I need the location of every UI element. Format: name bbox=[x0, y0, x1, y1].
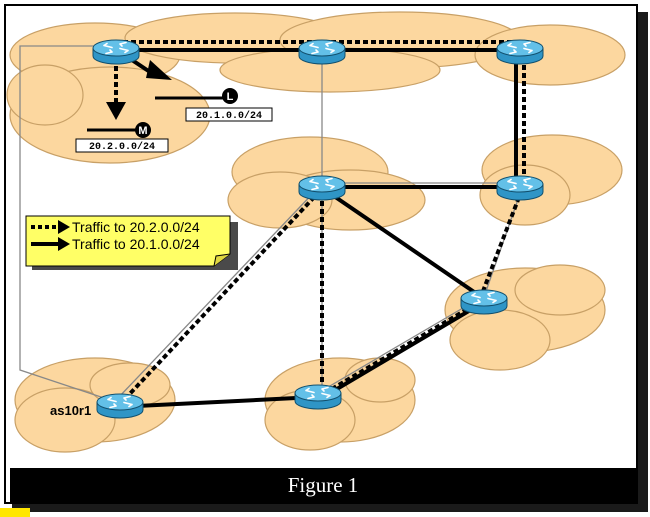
arrow-icon bbox=[146, 60, 172, 80]
router-icon-center bbox=[298, 175, 346, 201]
prefix-m-marker: M bbox=[138, 125, 147, 137]
arrow-icon bbox=[58, 220, 70, 234]
legend-dotted-label: Traffic to 20.2.0.0/24 bbox=[72, 219, 200, 235]
router-icon-bottom-center bbox=[294, 384, 342, 410]
arrow-icon bbox=[58, 237, 70, 251]
corner-mark bbox=[0, 508, 30, 517]
figure-caption: Figure 1 bbox=[287, 472, 359, 497]
prefix-m-marker-icon bbox=[135, 122, 151, 138]
prefix-l-marker-icon bbox=[222, 88, 238, 104]
prefix-m-label: 20.2.0.0/24 bbox=[89, 141, 155, 153]
network-cloud-lower-right bbox=[444, 264, 606, 371]
prefix-l-marker: L bbox=[227, 91, 234, 103]
prefix-l-label: 20.1.0.0/24 bbox=[196, 110, 262, 122]
prefix-l-label-box bbox=[185, 107, 273, 122]
legend-solid-label: Traffic to 20.1.0.0/24 bbox=[72, 236, 200, 252]
router-icon-top-right bbox=[496, 39, 544, 65]
router-icon-right bbox=[496, 175, 544, 201]
arrow-icon bbox=[106, 102, 126, 120]
router-icon-as10r1 bbox=[96, 393, 144, 419]
router-label-as10r1: as10r1 bbox=[50, 403, 91, 418]
router-icon-top-middle bbox=[298, 39, 346, 65]
router-icon-top-left bbox=[92, 39, 140, 65]
router-icon-lower-right bbox=[460, 289, 508, 315]
figure-caption-bar: Figure 1 bbox=[10, 468, 636, 502]
legend: Traffic to 20.2.0.0/24 Traffic to 20.1.0… bbox=[25, 215, 238, 270]
prefix-m-label-box bbox=[75, 138, 169, 153]
solid-traffic-path bbox=[116, 48, 518, 409]
